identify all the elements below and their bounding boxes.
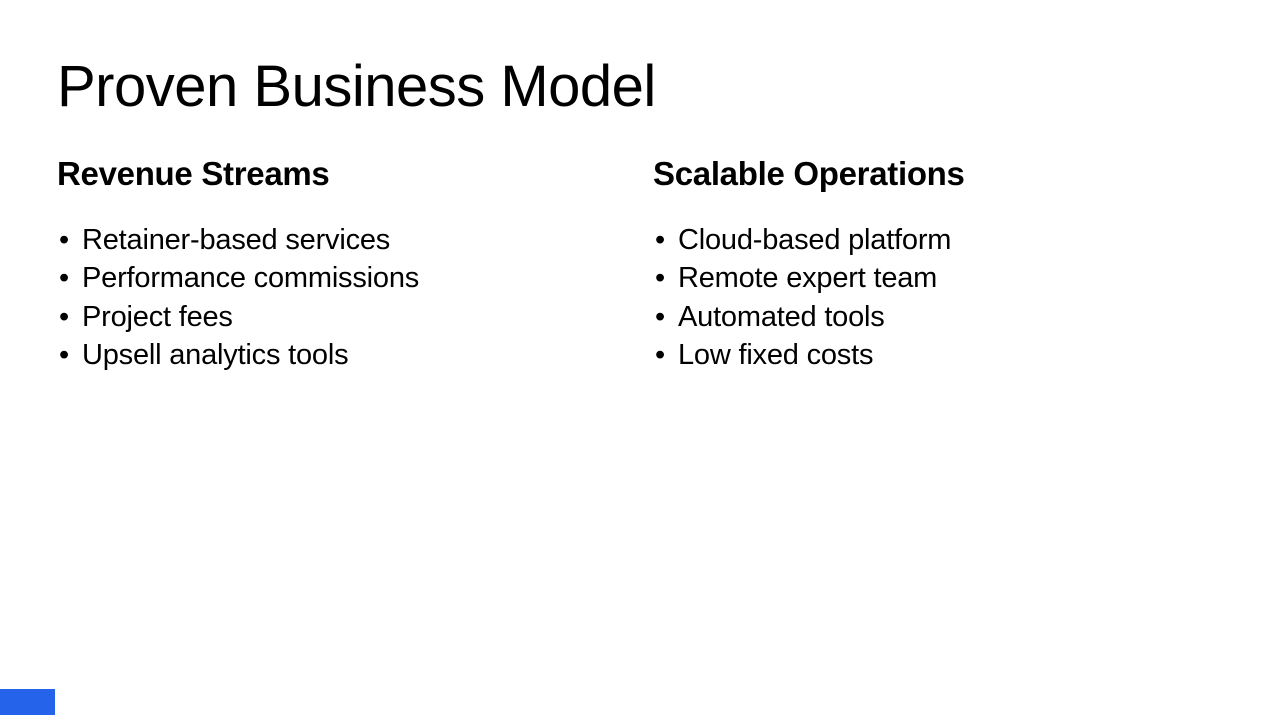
bullet-item: • Retainer-based services xyxy=(57,221,617,260)
column-heading-revenue-streams: Revenue Streams xyxy=(57,155,330,192)
bullet-text: Automated tools xyxy=(678,300,885,333)
bullet-text: Project fees xyxy=(82,300,233,333)
bullet-item: • Remote expert team xyxy=(653,259,1213,298)
bullet-text: Performance commissions xyxy=(82,262,420,295)
bullet-dot-icon: • xyxy=(59,262,69,295)
bullet-dot-icon: • xyxy=(655,300,665,333)
bullet-item: • Automated tools xyxy=(653,298,1213,337)
bullet-text: Retainer-based services xyxy=(82,223,391,256)
bullet-item: • Upsell analytics tools xyxy=(57,336,617,375)
bullet-text: Cloud-based platform xyxy=(678,223,952,256)
bullet-dot-icon: • xyxy=(655,223,665,256)
bullet-item: • Performance commissions xyxy=(57,259,617,298)
bullet-text: Remote expert team xyxy=(678,262,938,295)
column-heading-scalable-operations: Scalable Operations xyxy=(653,155,965,192)
bullet-list-revenue-streams: • Retainer-based services • Performance com… xyxy=(57,221,617,375)
bullet-dot-icon: • xyxy=(59,223,69,256)
bullet-dot-icon: • xyxy=(59,339,69,372)
bullet-item: • Cloud-based platform xyxy=(653,221,1213,260)
bullet-text: Low fixed costs xyxy=(678,339,874,372)
slide-title: Proven Business Model xyxy=(57,54,656,119)
bullet-dot-icon: • xyxy=(655,339,665,372)
bullet-dot-icon: • xyxy=(655,262,665,295)
bullet-item: • Low fixed costs xyxy=(653,336,1213,375)
bullet-list-scalable-operations: • Cloud-based platform • Remote expert team… xyxy=(653,221,1213,375)
bullet-text: Upsell analytics tools xyxy=(82,339,349,372)
column-revenue-streams: Revenue Streams • Retainer-based services… xyxy=(57,154,617,375)
bullet-dot-icon: • xyxy=(59,300,69,333)
bullet-item: • Project fees xyxy=(57,298,617,337)
column-scalable-operations: Scalable Operations • Cloud-based platfor… xyxy=(653,154,1213,375)
accent-bar xyxy=(0,689,55,715)
